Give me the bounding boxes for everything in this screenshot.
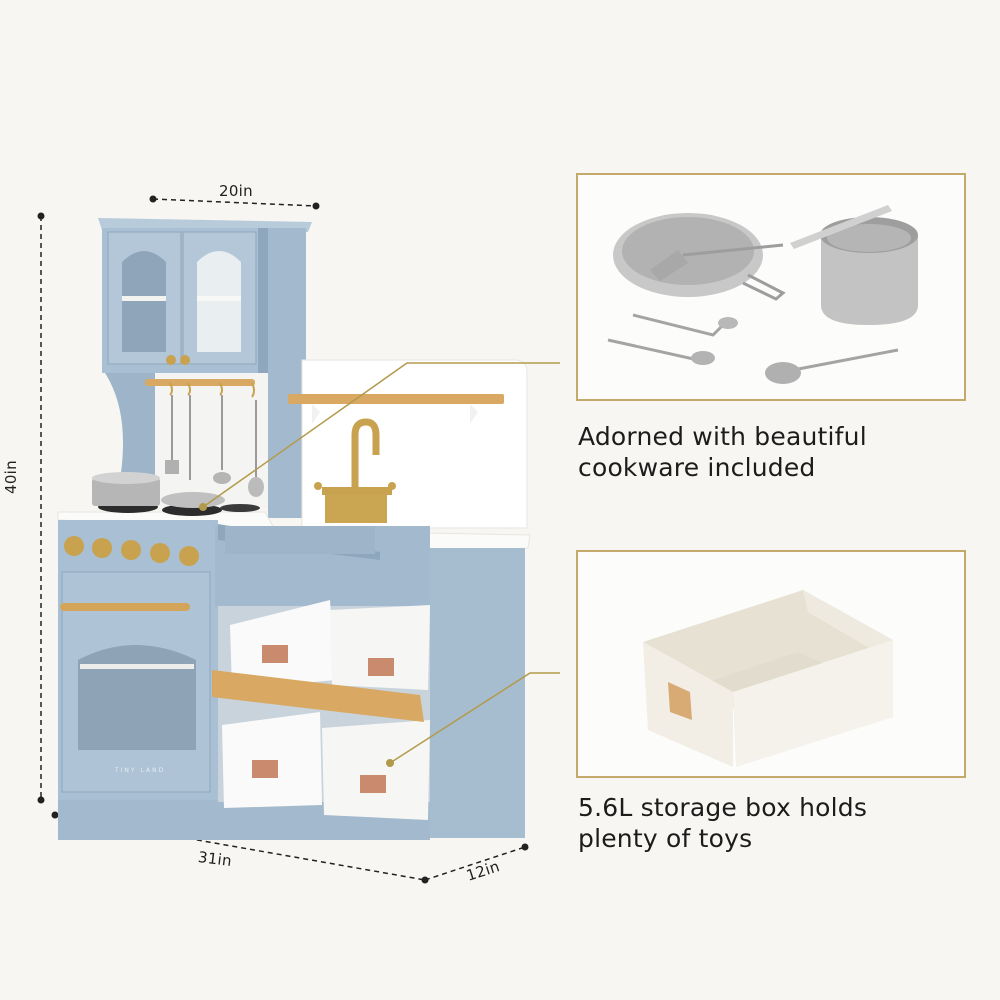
cookware-image [607, 205, 918, 384]
cookware-caption-line2: cookware included [578, 453, 816, 482]
storage-caption-line1: 5.6L storage box holds [578, 793, 868, 822]
brand-mark: TINY LAND [114, 767, 165, 774]
dimension-top-width: 20in [219, 182, 253, 200]
kitchen-illustration: TINY LAND [37, 195, 560, 884]
dimension-lines [40, 198, 526, 881]
storage-caption-line2: plenty of toys [578, 824, 753, 853]
dimension-height: 40in [2, 460, 20, 494]
cookware-photo-frame [576, 173, 966, 401]
storage-caption: 5.6L storage box holds plenty of toys [578, 792, 867, 854]
cookware-caption-line1: Adorned with beautiful [578, 422, 867, 451]
storage-box-image [643, 590, 893, 767]
storage-box-photo-frame [576, 550, 966, 778]
cookware-caption: Adorned with beautiful cookware included [578, 421, 867, 483]
